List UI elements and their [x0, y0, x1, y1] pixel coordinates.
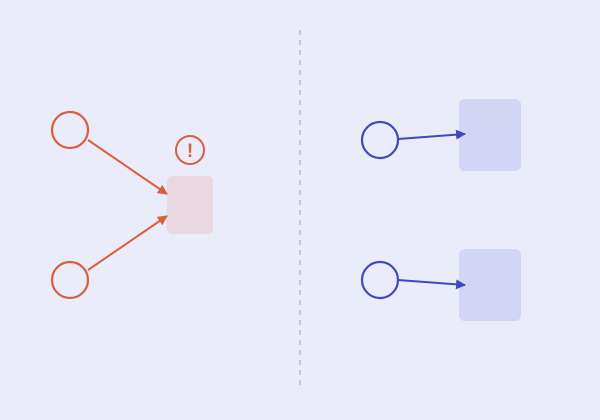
- left-arrow-top: [87, 139, 168, 195]
- right-arrow-bottom: [397, 279, 466, 290]
- left-arrow-bottom: [87, 215, 168, 271]
- left-target-box: [167, 176, 213, 234]
- left-source-node-top: [50, 110, 90, 150]
- warning-glyph: !: [187, 141, 193, 162]
- right-panel: [360, 99, 521, 321]
- right-arrow-top: [397, 129, 466, 140]
- right-target-box-top: [459, 99, 521, 171]
- right-target-box-bottom: [459, 249, 521, 321]
- left-source-node-bottom: [50, 260, 90, 300]
- right-source-node-top: [360, 120, 400, 160]
- left-panel: !: [50, 110, 213, 300]
- warning-icon: !: [175, 135, 205, 165]
- right-source-node-bottom: [360, 260, 400, 300]
